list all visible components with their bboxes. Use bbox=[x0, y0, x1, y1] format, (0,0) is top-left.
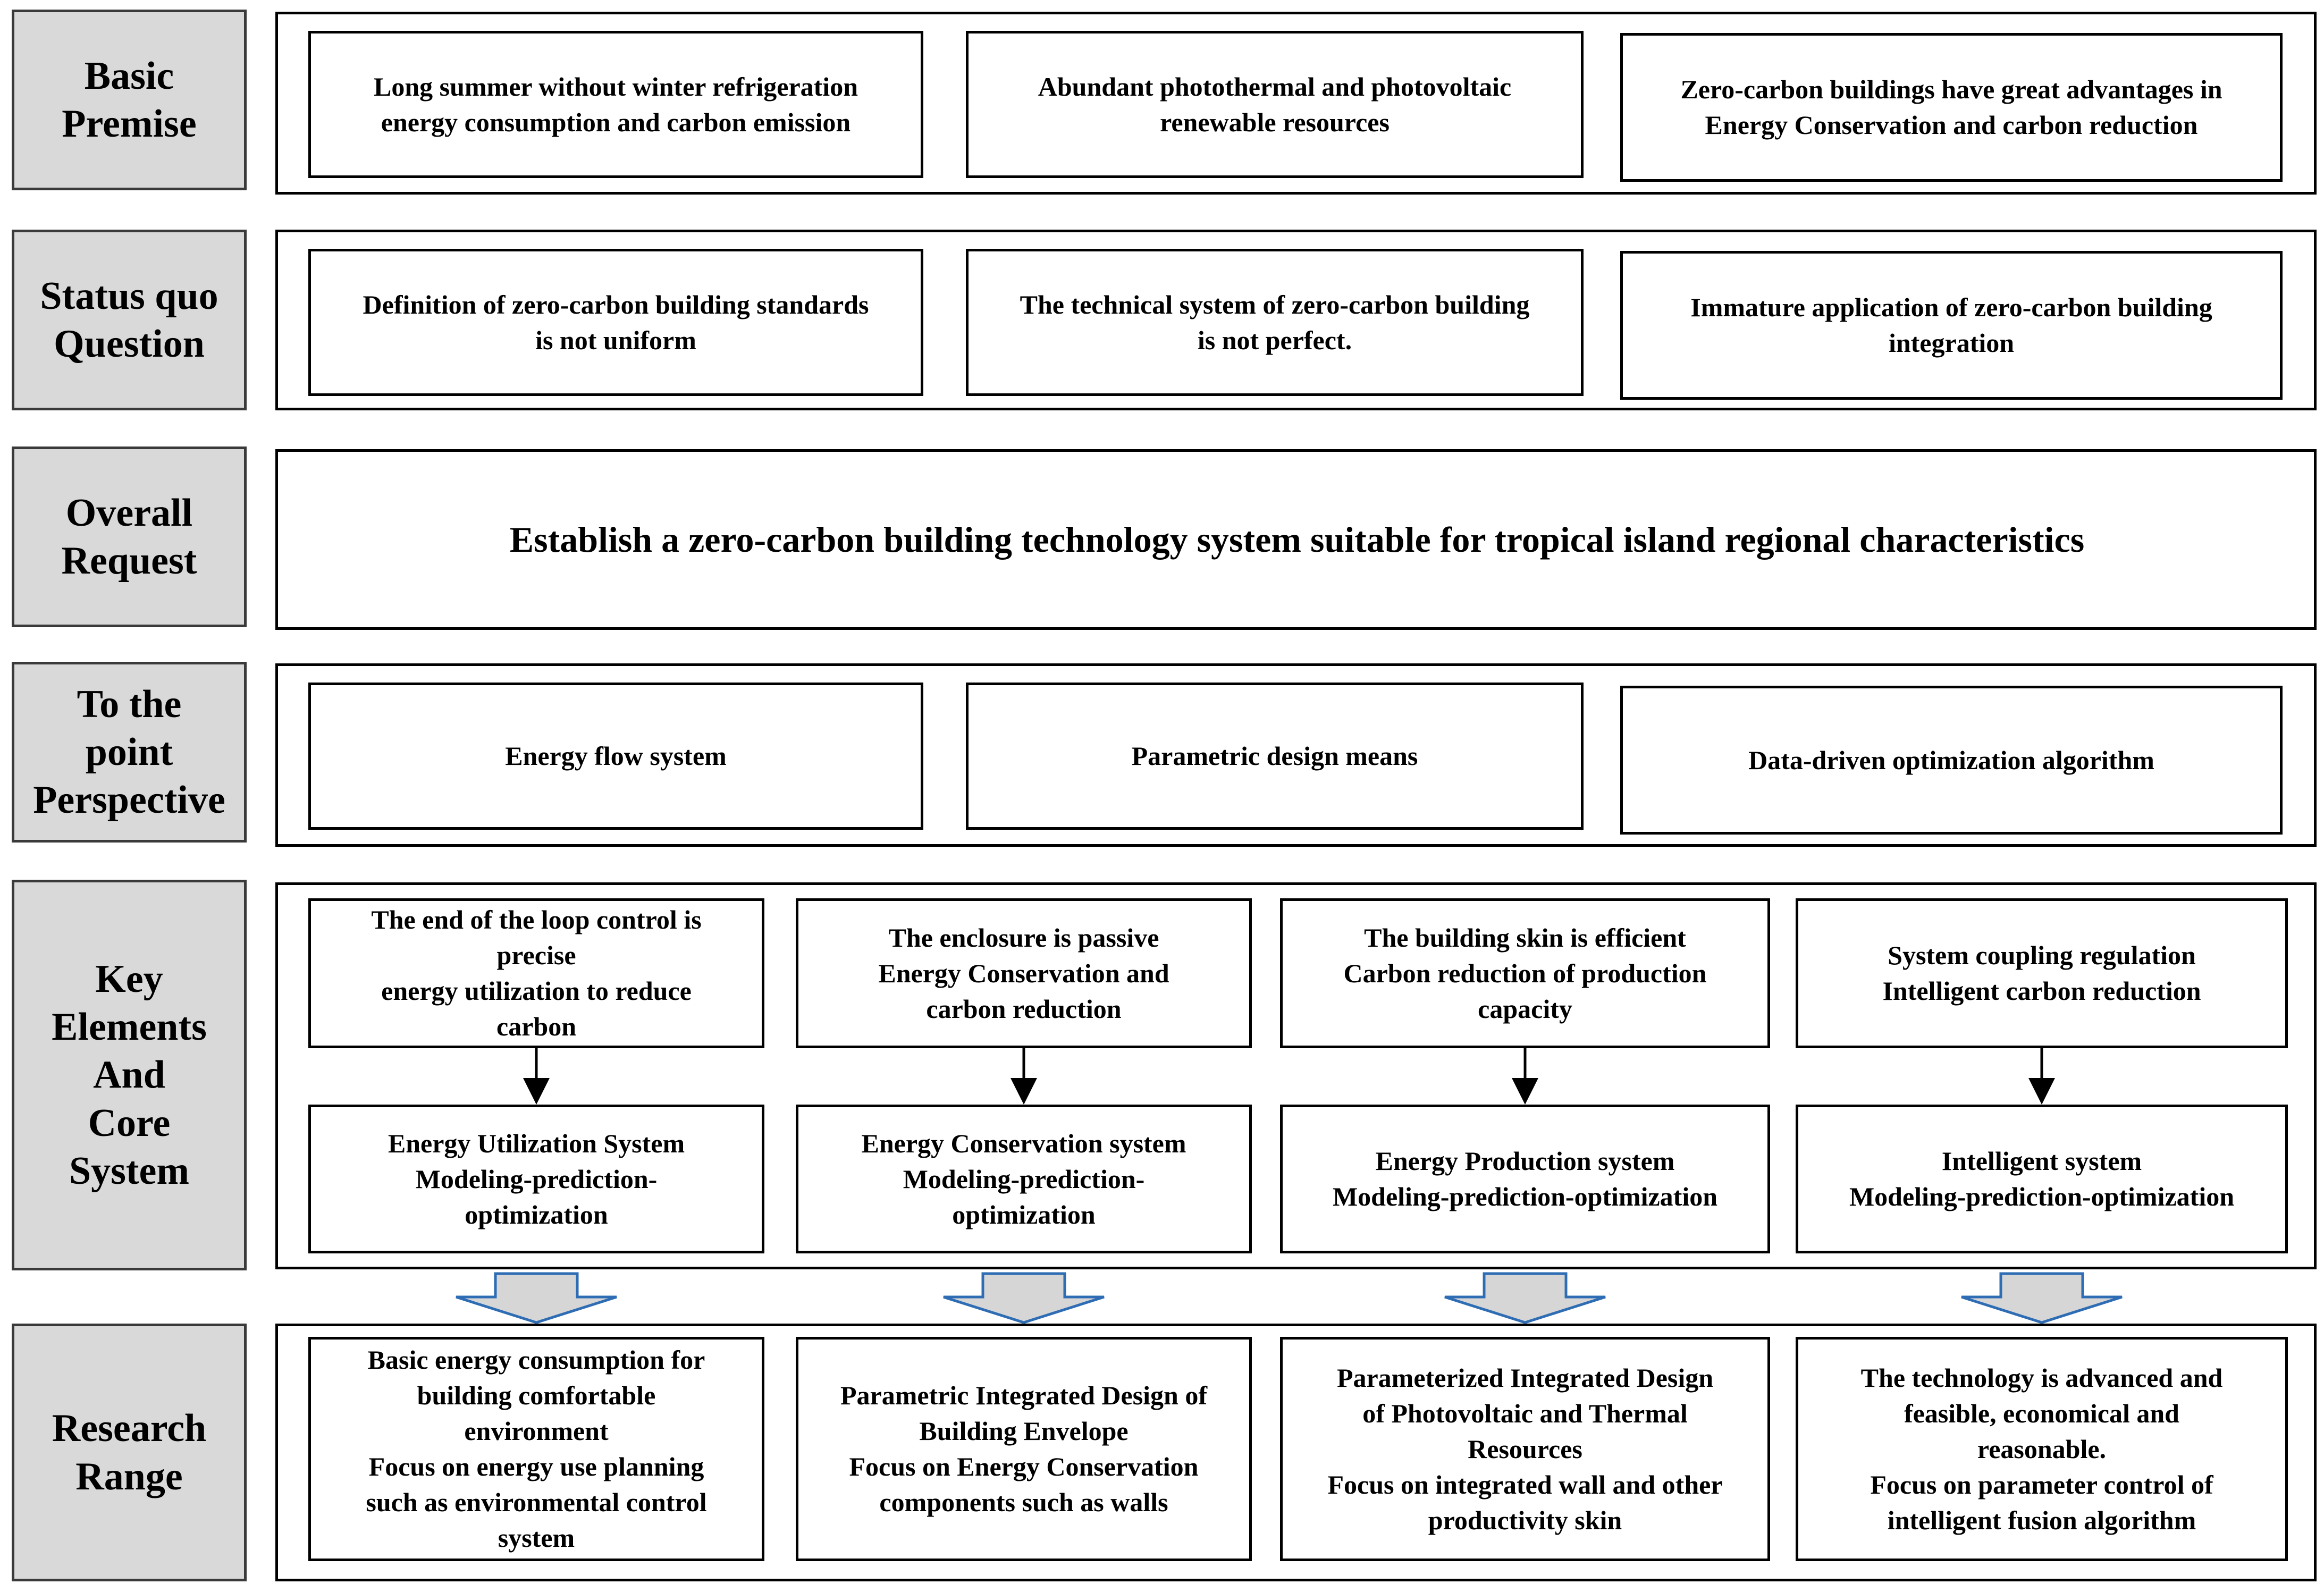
perspective-box-energy-flow: Energy flow system bbox=[308, 683, 923, 830]
premise-box-zero-carbon-advantages: Zero-carbon buildings have great advanta… bbox=[1620, 33, 2283, 182]
perspective-box-parametric-design: Parametric design means bbox=[966, 683, 1584, 830]
row-label-status-quo-question: Status quo Question bbox=[12, 230, 247, 410]
overall-request-text: Establish a zero-carbon building technol… bbox=[509, 519, 2085, 560]
premise-box-renewable-resources: Abundant photothermal and photovoltaic r… bbox=[966, 31, 1584, 178]
question-box-standards: Definition of zero-carbon building stand… bbox=[308, 249, 923, 396]
perspective-box-optimization-algorithm: Data-driven optimization algorithm bbox=[1620, 686, 2283, 835]
question-box-integration: Immature application of zero-carbon buil… bbox=[1620, 251, 2283, 400]
range-box-envelope-design: Parametric Integrated Design of Building… bbox=[796, 1337, 1252, 1561]
range-box-intelligent-fusion: The technology is advanced and feasible,… bbox=[1796, 1337, 2288, 1561]
element-box-loop-control: The end of the loop control is precise e… bbox=[308, 898, 764, 1048]
block-arrow-4 bbox=[1961, 1272, 2123, 1324]
system-box-energy-production: Energy Production system Modeling-predic… bbox=[1280, 1105, 1770, 1253]
system-box-energy-conservation: Energy Conservation system Modeling-pred… bbox=[796, 1105, 1252, 1253]
system-box-intelligent: Intelligent system Modeling-prediction-o… bbox=[1796, 1105, 2288, 1253]
element-box-building-skin: The building skin is efficient Carbon re… bbox=[1280, 898, 1770, 1048]
range-box-energy-use-planning: Basic energy consumption for building co… bbox=[308, 1337, 764, 1561]
block-arrow-1 bbox=[456, 1272, 617, 1324]
block-arrow-3 bbox=[1444, 1272, 1606, 1324]
range-box-photovoltaic-thermal: Parameterized Integrated Design of Photo… bbox=[1280, 1337, 1770, 1561]
row-container-overall-request bbox=[275, 449, 2317, 630]
row-label-basic-premise: Basic Premise bbox=[12, 10, 247, 190]
block-arrow-2 bbox=[943, 1272, 1105, 1324]
row-label-research-range: Research Range bbox=[12, 1324, 247, 1581]
row-label-overall-request: Overall Request bbox=[12, 447, 247, 627]
system-box-energy-utilization: Energy Utilization System Modeling-predi… bbox=[308, 1105, 764, 1253]
question-box-technical-system: The technical system of zero-carbon buil… bbox=[966, 249, 1584, 396]
element-box-enclosure: The enclosure is passive Energy Conserva… bbox=[796, 898, 1252, 1048]
row-label-key-elements: Key Elements And Core System bbox=[12, 880, 247, 1270]
premise-box-refrigeration: Long summer without winter refrigeration… bbox=[308, 31, 923, 178]
element-box-system-coupling: System coupling regulation Intelligent c… bbox=[1796, 898, 2288, 1048]
row-label-perspective: To the point Perspective bbox=[12, 662, 247, 843]
